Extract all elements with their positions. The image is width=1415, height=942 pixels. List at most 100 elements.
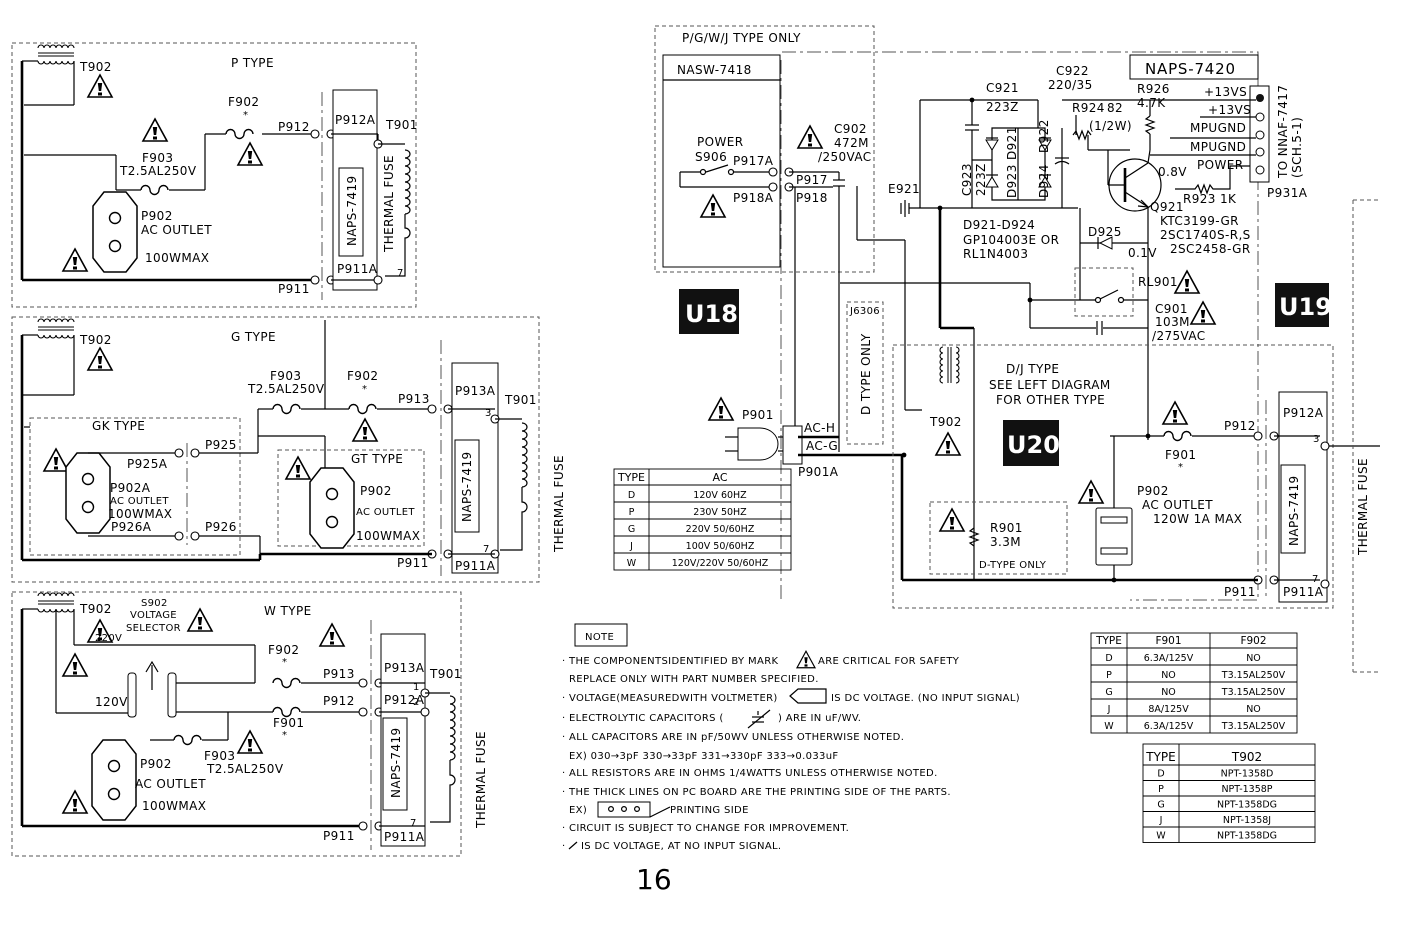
svg-text:P902: P902 bbox=[141, 209, 173, 223]
ac-table-cell-2-1: 220V 50/60HZ bbox=[686, 524, 755, 535]
svg-text:120W 1A MAX: 120W 1A MAX bbox=[1153, 512, 1242, 526]
svg-text:P902A: P902A bbox=[110, 481, 151, 495]
svg-text:F902: F902 bbox=[347, 369, 378, 383]
svg-text:P931A: P931A bbox=[1267, 186, 1308, 200]
ac-table-cell-1-0: P bbox=[629, 507, 635, 518]
svg-text:P925: P925 bbox=[205, 438, 237, 452]
svg-text:0.8V: 0.8V bbox=[1158, 165, 1187, 179]
svg-text:C923: C923 bbox=[960, 163, 974, 196]
fuse-table-cell-2-0: G bbox=[1105, 687, 1112, 698]
svg-text:·: · bbox=[562, 768, 566, 779]
svg-text:AC OUTLET: AC OUTLET bbox=[110, 496, 169, 507]
svg-text:VOLTAGE: VOLTAGE bbox=[130, 610, 177, 621]
svg-text:P911A: P911A bbox=[1283, 585, 1324, 599]
svg-text:F902: F902 bbox=[268, 643, 299, 657]
svg-text:100WMAX: 100WMAX bbox=[142, 799, 206, 813]
svg-text:2SC1740S-R,S: 2SC1740S-R,S bbox=[1160, 228, 1251, 242]
svg-text:2SC2458-GR: 2SC2458-GR bbox=[1170, 242, 1251, 256]
svg-text:GT TYPE: GT TYPE bbox=[351, 452, 403, 466]
svg-text:P913: P913 bbox=[323, 667, 355, 681]
svg-text:D924: D924 bbox=[1037, 164, 1051, 198]
fuse-table-header-0: TYPE bbox=[1095, 635, 1122, 647]
fuse-table-cell-0-1: 6.3A/125V bbox=[1144, 653, 1194, 664]
svg-text:FOR OTHER TYPE: FOR OTHER TYPE bbox=[996, 393, 1105, 407]
fuse-table-cell-1-0: P bbox=[1106, 670, 1112, 681]
ac-table-cell-0-1: 120V 60HZ bbox=[693, 490, 747, 501]
svg-text:NAPS-7419: NAPS-7419 bbox=[460, 451, 474, 522]
svg-text:·: · bbox=[562, 713, 566, 724]
svg-text:P912A: P912A bbox=[335, 113, 376, 127]
svg-text:THERMAL FUSE: THERMAL FUSE bbox=[1356, 458, 1370, 556]
svg-text:P911: P911 bbox=[278, 282, 310, 296]
unit-u19: U19 bbox=[1279, 293, 1332, 321]
svg-text:NAPS-7419: NAPS-7419 bbox=[345, 175, 359, 246]
p-type-panel: P TYPE T902 F902 * F903 T2.5AL250V P902 … bbox=[11, 42, 417, 308]
svg-text:D925: D925 bbox=[1088, 225, 1122, 239]
fuse-table-cell-0-2: NO bbox=[1246, 653, 1261, 664]
svg-text:P/G/W/J TYPE ONLY: P/G/W/J TYPE ONLY bbox=[682, 31, 801, 45]
svg-text:*: * bbox=[243, 110, 248, 121]
t902-table-cell-4-0: W bbox=[1156, 831, 1166, 842]
svg-text:7: 7 bbox=[397, 268, 404, 279]
main-power-circuit: P/G/W/J TYPE ONLY NASW-7418 POWER S906 P… bbox=[654, 25, 1380, 673]
ac-table-cell-4-1: 120V/220V 50/60HZ bbox=[672, 558, 769, 569]
svg-text:P912: P912 bbox=[323, 694, 355, 708]
svg-text:·: · bbox=[562, 732, 566, 743]
svg-text:1K: 1K bbox=[1220, 192, 1237, 206]
page-number: 16 bbox=[636, 863, 672, 896]
svg-text:THERMAL FUSE: THERMAL FUSE bbox=[552, 455, 566, 553]
svg-text:NAPS-7419: NAPS-7419 bbox=[1287, 475, 1301, 546]
svg-text:3: 3 bbox=[485, 408, 492, 419]
svg-text:P913: P913 bbox=[398, 392, 430, 406]
ac-table-cell-1-1: 230V 50HZ bbox=[693, 507, 747, 518]
svg-text:F901: F901 bbox=[273, 716, 304, 730]
svg-text:F902: F902 bbox=[228, 95, 259, 109]
svg-text:·: · bbox=[562, 823, 566, 834]
svg-text:C921: C921 bbox=[986, 81, 1019, 95]
svg-text:D TYPE ONLY: D TYPE ONLY bbox=[859, 333, 873, 415]
svg-text:+13VS: +13VS bbox=[1204, 85, 1247, 99]
fuse-table-cell-0-0: D bbox=[1105, 653, 1112, 664]
svg-text:P925A: P925A bbox=[127, 457, 168, 471]
svg-text:/250VAC: /250VAC bbox=[818, 150, 872, 164]
svg-text:P902: P902 bbox=[140, 757, 172, 771]
svg-text:D-TYPE ONLY: D-TYPE ONLY bbox=[979, 560, 1047, 571]
t902-table-cell-4-1: NPT-1358DG bbox=[1217, 831, 1277, 842]
svg-text:·: · bbox=[562, 841, 566, 852]
svg-text:THE THICK LINES ON PC BOARD AR: THE THICK LINES ON PC BOARD ARE THE PRIN… bbox=[568, 787, 951, 798]
svg-text:220/35: 220/35 bbox=[1048, 78, 1093, 92]
svg-text:THERMAL FUSE: THERMAL FUSE bbox=[382, 155, 396, 253]
fuse-table-cell-3-0: J bbox=[1107, 704, 1111, 715]
svg-text:P926: P926 bbox=[205, 520, 237, 534]
svg-text:P912A: P912A bbox=[384, 693, 425, 707]
svg-text:J6306: J6306 bbox=[849, 306, 880, 317]
svg-text:P913A: P913A bbox=[384, 661, 425, 675]
svg-text:P912: P912 bbox=[278, 120, 310, 134]
svg-text:NAPS-7419: NAPS-7419 bbox=[389, 727, 403, 798]
p-type-title: P TYPE bbox=[231, 56, 274, 70]
svg-text:EX) 030→3pF 330→33pF 331→330pF: EX) 030→3pF 330→33pF 331→330pF 333→0.033… bbox=[569, 751, 839, 762]
svg-text:CIRCUIT IS SUBJECT TO CHANGE F: CIRCUIT IS SUBJECT TO CHANGE FOR IMPROVE… bbox=[569, 823, 849, 834]
svg-text:T902: T902 bbox=[79, 333, 112, 347]
g-type-panel: G TYPE T902 F903 T2.5AL250V F902 * P913 … bbox=[11, 316, 566, 583]
svg-text:C902: C902 bbox=[834, 122, 867, 136]
t902-table-cell-3-0: J bbox=[1159, 815, 1163, 826]
svg-text:R924: R924 bbox=[1072, 101, 1105, 115]
svg-text:P911: P911 bbox=[397, 556, 429, 570]
svg-text:NASW-7418: NASW-7418 bbox=[677, 63, 752, 77]
svg-text:P901A: P901A bbox=[798, 465, 839, 479]
svg-text:F903: F903 bbox=[270, 369, 301, 383]
svg-text:(1/2W): (1/2W) bbox=[1089, 119, 1132, 133]
svg-text:S906: S906 bbox=[695, 150, 727, 164]
svg-text:E921: E921 bbox=[888, 182, 920, 196]
unit-u18: U18 bbox=[685, 300, 738, 328]
svg-text:T902: T902 bbox=[929, 415, 962, 429]
svg-text:NAPS-7420: NAPS-7420 bbox=[1145, 60, 1236, 78]
p-t902-label: T902 bbox=[79, 60, 112, 74]
svg-text:P911: P911 bbox=[1224, 585, 1256, 599]
svg-text:P902: P902 bbox=[360, 484, 392, 498]
svg-text:*: * bbox=[282, 730, 287, 741]
svg-text:100WMAX: 100WMAX bbox=[108, 507, 172, 521]
